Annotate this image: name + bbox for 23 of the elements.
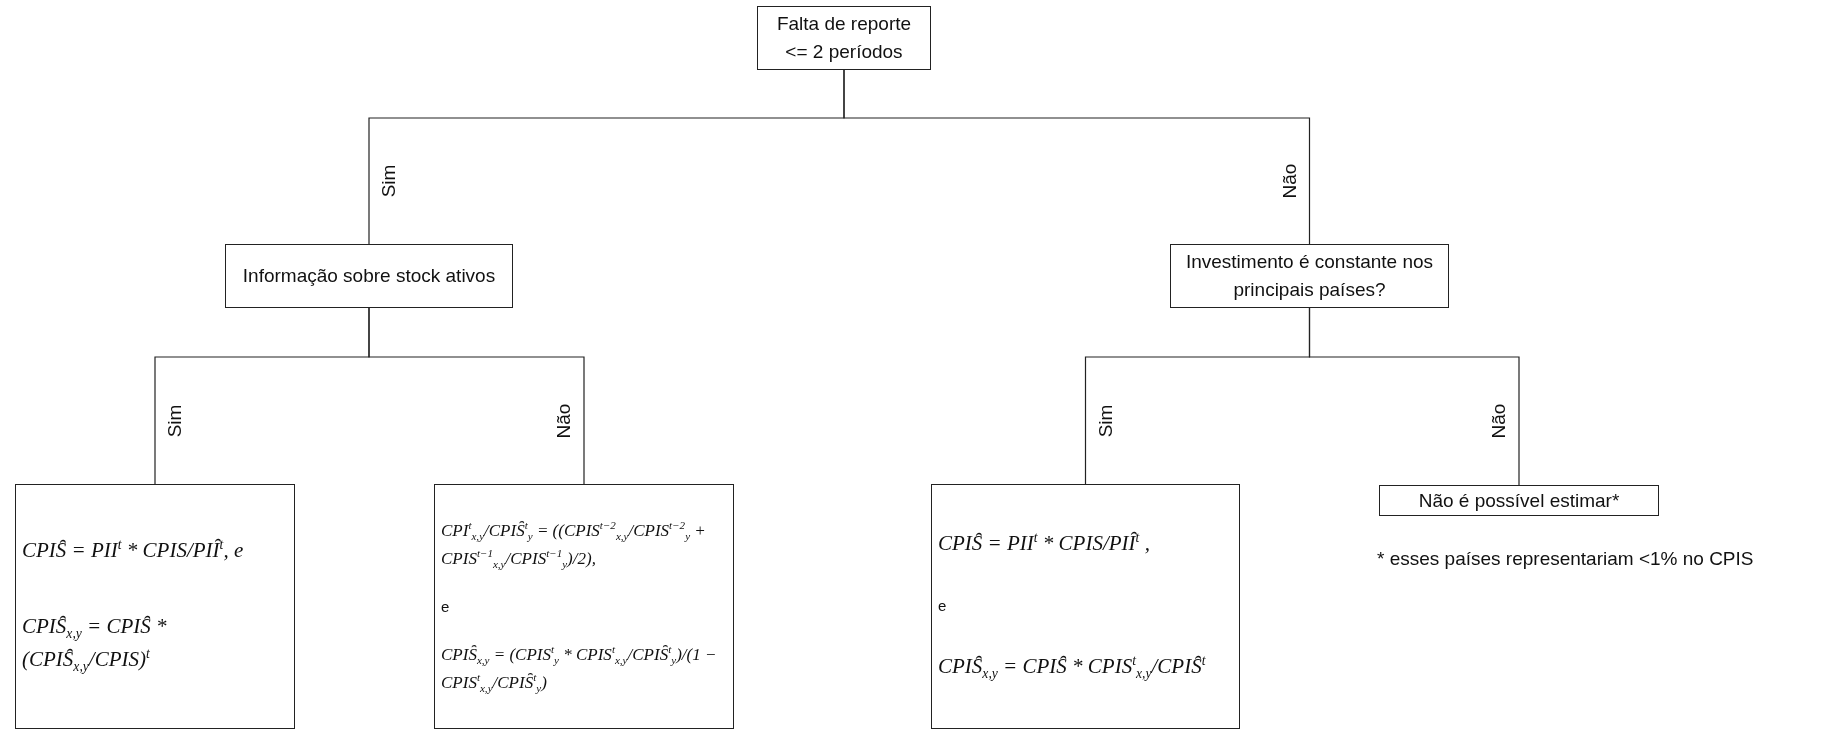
decision-box — [757, 6, 931, 70]
box-text: Informação sobre stock ativos — [242, 264, 496, 289]
connector-line — [1308, 307, 1520, 486]
conjunction-text: e — [441, 598, 450, 615]
footnote: * esses países representariam <1% no CPIS — [1377, 548, 1754, 570]
box-text: Não é possível estimar* — [1418, 488, 1620, 513]
decision-box — [225, 244, 513, 308]
formula: CPIS̑$_{x,y}$ = CPIS̑ * CPIS$^{t}$$_{x,y}$/CPIS̑$^{t}$ — [938, 652, 1206, 684]
formula: CPIS̑$_{x,y}$ = CPIS̑ * (CPIS̑$_{x,y}$/CPIS)$^{t}$ — [22, 612, 168, 677]
formula: CPIS̑ = PII$^{t}$ * CPIS/PIȊ$^{t}$ , — [938, 529, 1150, 558]
formula-box — [434, 484, 734, 729]
box-text: Investimento é constante nos principais países? — [1184, 250, 1435, 302]
decision-box — [1170, 244, 1449, 308]
formula: CPIS̑ = PII$^{t}$ * CPIS/PIȊ$^{t}$, e — [22, 536, 244, 565]
formula-box — [15, 484, 295, 729]
box-text: Falta de reporte <= 2 períodos — [775, 12, 913, 64]
decision-box — [1379, 485, 1659, 516]
formula-box — [931, 484, 1240, 729]
connector-line — [843, 69, 1311, 245]
formula: CPI$^{t}$$_{x,y}$/CPIS̑$^{t}$$_{y}$ = ((CPIS$^{t−2}$$_{x,y}$/CPIS$^{t−2}$$_{y}$ + CPIS$^{t−1}$$_{x,y}$/CPIS$^{t−1}$$_{y}$)/2), — [441, 517, 707, 572]
formula: CPIS̑$_{x,y}$ = (CPIS$^{t}$$_{y}$ * CPIS$^{t}$$_{x,y}$/CPIS̑$^{t}$$_{y}$)/(1 − CPIS$^{t}$$_{x,y}$/CPIS̑$^{t}$$_{y}$) — [441, 641, 718, 696]
conjunction-text: e — [938, 596, 947, 614]
connector-line — [368, 307, 585, 485]
